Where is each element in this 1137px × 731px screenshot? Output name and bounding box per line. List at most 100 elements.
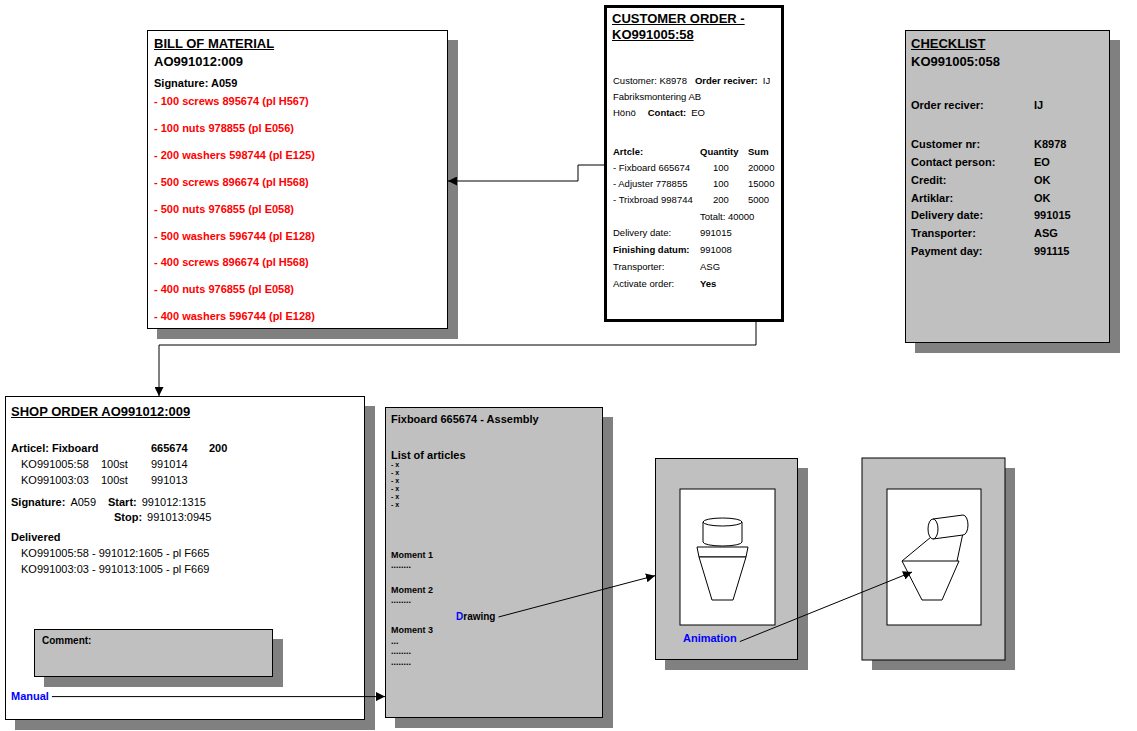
field-label: Delivery date:: [911, 209, 983, 222]
field-value: 100st: [101, 474, 128, 487]
text-slot: AO991012:009: [154, 54, 243, 70]
bom-line: - 500 nuts 976855 (pl E058): [154, 203, 294, 216]
field-value: 200: [713, 194, 729, 205]
text-slot: 15000: [748, 178, 774, 189]
order-box: CUSTOMER ORDER - KO991005:58Customer: K8…: [604, 5, 784, 322]
text-slot: List of articles: [391, 449, 466, 462]
flow-arrow: [603, 576, 655, 590]
text-slot: Customer nr:: [911, 138, 980, 151]
text-slot: 991012:1315: [142, 496, 206, 509]
pedestal: [902, 561, 959, 600]
text-slot: BILL OF MATERIAL: [154, 36, 274, 52]
step-text: ........: [391, 560, 411, 571]
text-slot: - x: [391, 477, 399, 485]
field-value: 15000: [748, 178, 774, 189]
field-value: 5000: [748, 194, 769, 205]
field-label: Contact:: [648, 107, 687, 118]
text-slot: 20000: [748, 162, 774, 173]
field-value: KO991003:03: [21, 474, 89, 487]
text-slot: - 200 washers 598744 (pl E125): [154, 149, 315, 162]
illustration: [680, 458, 1015, 670]
text-slot: A059: [70, 496, 96, 509]
text-slot: ........: [391, 646, 411, 657]
article-item: - x: [391, 493, 399, 501]
manual-page: Fixboard 665674 - AssemblyList of articl…: [385, 407, 603, 718]
text-slot: - Fixboard 665674: [613, 162, 690, 173]
heading: BILL OF MATERIAL: [154, 36, 274, 52]
field-label: 665674: [151, 442, 188, 455]
field-value: Totalt: 40000: [700, 211, 754, 222]
text-slot: Moment 3: [391, 625, 433, 636]
bom-line: - 500 washers 596744 (pl E128): [154, 230, 315, 243]
field-label: Quantity: [700, 146, 739, 157]
text-slot: KO991003:03: [21, 474, 89, 487]
heading-id: AO991012:009: [154, 54, 243, 70]
text-slot: OK: [1034, 174, 1051, 187]
text-slot: 100st: [101, 474, 128, 487]
step-text: Moment 3: [391, 625, 433, 636]
text-slot: 991013: [151, 474, 188, 487]
field-value: KO991005:58: [21, 458, 89, 471]
heading-id: KO991005:058: [911, 54, 1000, 70]
field-value: KO991005:58 - 991012:1605 - pl F665: [21, 547, 209, 560]
field-label: Customer nr:: [911, 138, 980, 151]
text-slot: Transporter:: [613, 261, 664, 272]
bom-line: - 100 nuts 978855 (pl E056): [154, 122, 294, 135]
text-slot: 991008: [700, 244, 732, 255]
text-slot: IJ: [1034, 99, 1043, 112]
text-slot: Order reciver:: [911, 99, 984, 112]
field-value: Delivery date:: [613, 227, 671, 238]
field-value: - Fixboard 665674: [613, 162, 690, 173]
link-word: Manual: [11, 690, 49, 703]
field-value: Fabriksmontering AB: [613, 91, 701, 102]
text-slot: 5000: [748, 194, 769, 205]
text-slot: Delivery date:: [911, 209, 983, 222]
text-slot: Fabriksmontering AB: [613, 91, 701, 102]
text-slot: Quantity: [700, 146, 739, 157]
field-value: 100: [713, 178, 729, 189]
link-word: Animation: [683, 632, 737, 645]
text-slot: Moment 1: [391, 550, 433, 561]
field-value: IJ: [763, 75, 770, 86]
text-slot: Stop:: [114, 511, 142, 524]
text-slot: - Adjuster 778855: [613, 178, 687, 189]
field-value: 20000: [748, 162, 774, 173]
text-slot: Transporter:: [911, 227, 976, 240]
field-value: Customer: K8978: [613, 75, 687, 86]
field-label: EO: [1034, 156, 1050, 169]
text-slot: ........: [391, 595, 411, 606]
step-text: Moment 1: [391, 550, 433, 561]
field-value: 100st: [101, 458, 128, 471]
link-word: Drawing: [456, 611, 495, 623]
fixture-picture: [902, 515, 968, 600]
text-slot: Fixboard 665674 - Assembly: [391, 413, 539, 426]
field-label: Delivered: [11, 531, 61, 544]
step-text: ...: [391, 636, 399, 647]
bom-line: - 500 screws 896674 (pl H568): [154, 176, 309, 189]
leader-line: [498, 589, 603, 617]
field-label: Articel: Fixboard: [11, 442, 98, 455]
pedestal: [699, 557, 746, 600]
field-label: Credit:: [911, 174, 946, 187]
step-text: ........: [391, 657, 411, 668]
text-slot: CHECKLIST: [911, 36, 985, 52]
text-slot: Moment 2: [391, 585, 433, 596]
picture-frame: [887, 489, 981, 625]
text-slot: 991015: [1034, 209, 1071, 222]
article-item: - x: [391, 485, 399, 493]
text-slot: OK: [1034, 192, 1051, 205]
field-label: Artcle:: [613, 146, 643, 157]
text-slot: - 100 screws 895674 (pl H567): [154, 95, 309, 108]
text-slot: - Trixbroad 998744: [613, 194, 693, 205]
article-item: - x: [391, 477, 399, 485]
field-label: 200: [209, 442, 227, 455]
text-slot: 100st: [101, 458, 128, 471]
text-slot: - x: [391, 501, 399, 509]
text-slot: Payment day:: [911, 245, 983, 258]
text-slot: Start:: [108, 496, 137, 509]
flow-arrow: [159, 322, 756, 396]
text-slot: Artiklar:: [911, 192, 953, 205]
field-value: 991012:1315: [142, 496, 206, 509]
text-slot: Customer: K8978: [613, 75, 687, 86]
field-label: 991015: [1034, 209, 1071, 222]
